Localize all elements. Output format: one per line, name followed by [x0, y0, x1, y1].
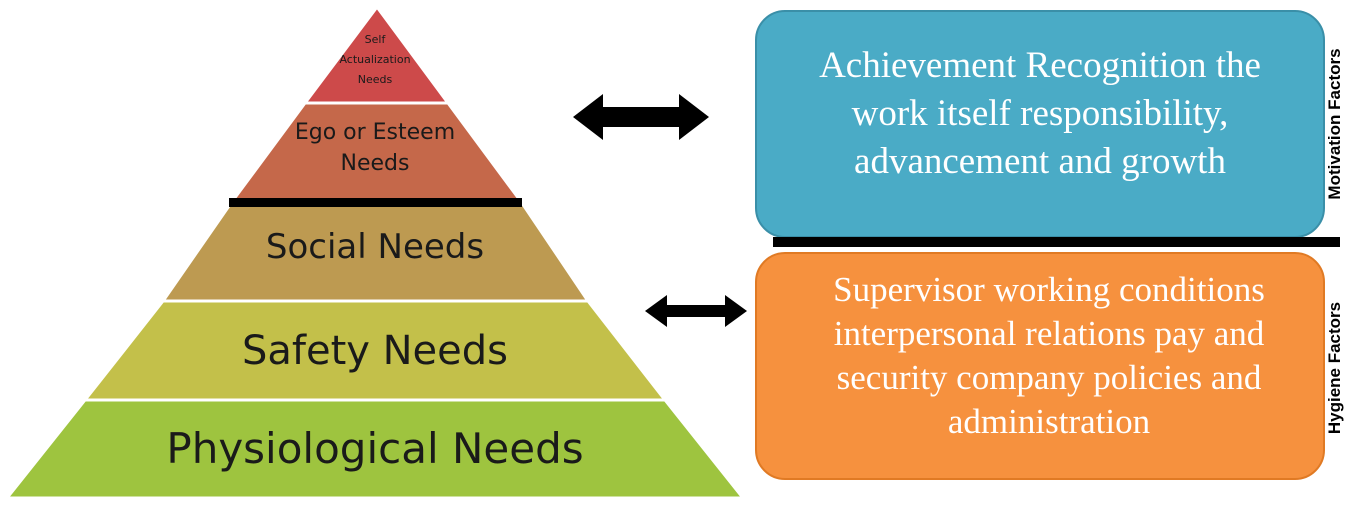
pyramid-label-self-actualization: Self Actualization Needs	[320, 30, 430, 89]
pyramid-label-self-line-2: Actualization	[339, 52, 411, 66]
pyramid-label-ego: Ego or Esteem Needs	[270, 118, 480, 180]
pyramid-label-self-line-3: Needs	[357, 72, 393, 86]
pyramid-label-social: Social Needs	[265, 227, 485, 267]
hygiene-factors-text: Supervisor working conditions interperso…	[833, 269, 1265, 442]
pyramid-label-ego-line-2: Needs	[340, 150, 410, 176]
pyramid-label-safety: Safety Needs	[241, 328, 509, 374]
hygiene-factors-box: Supervisor working conditions interperso…	[755, 252, 1325, 480]
pyramid-label-ego-line-1: Ego or Esteem	[294, 120, 456, 145]
pyramid-divider-bar	[229, 198, 522, 207]
pyramid-label-self-line-1: Self	[364, 33, 386, 46]
double-arrow-icon	[645, 295, 747, 327]
double-arrow-icon	[573, 94, 709, 140]
pyramid-label-physiological: Physiological Needs	[166, 424, 584, 473]
hygiene-factors-label: Hygiene Factors	[1325, 301, 1344, 435]
pyramid-level-self-actualization	[302, 4, 451, 105]
motivation-factors-label: Motivation Factors	[1325, 48, 1344, 200]
factors-divider-bar	[773, 237, 1340, 247]
motivation-factors-text: Achievement Recognition the work itself …	[819, 44, 1261, 183]
motivation-factors-box: Achievement Recognition the work itself …	[755, 10, 1325, 238]
pyramid	[7, 4, 743, 498]
